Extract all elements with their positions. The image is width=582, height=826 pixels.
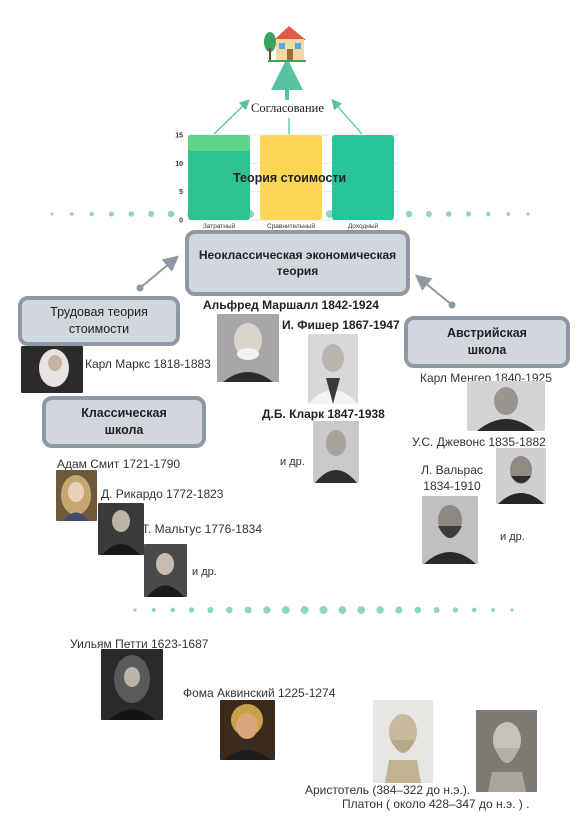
chart-bar-2 — [260, 135, 322, 220]
house-icon — [262, 20, 308, 64]
separator-dot — [148, 210, 155, 218]
agreement-label: Согласование — [251, 101, 324, 115]
chart-x-labels: Затратный Сравнительный Доходный — [203, 222, 379, 230]
fisher-portrait — [308, 334, 358, 404]
labour-title: Трудовая теория стоимости — [50, 305, 148, 336]
separator-dot — [471, 607, 477, 613]
separator-dot — [491, 608, 496, 612]
separator-dot — [338, 606, 347, 614]
walras-label: Л. Вальрас 1834-1910 — [421, 463, 483, 493]
marshall-label: Альфред Маршалл 1842-1924 — [203, 298, 379, 312]
chart-bars — [188, 135, 394, 220]
jevons-portrait — [496, 448, 546, 504]
malthus-portrait — [144, 544, 187, 597]
arrow-labour-to-neo — [139, 255, 180, 289]
chart-y-tick-label: 5 — [179, 189, 183, 196]
separator-dot — [357, 606, 366, 614]
chart-x-label: Сравнительный — [267, 222, 315, 230]
separator-dot — [405, 210, 413, 218]
separator-dot — [526, 212, 530, 216]
austrian-school-box: Австрийская школа — [404, 316, 570, 368]
chart-bar-3 — [332, 135, 394, 220]
arrow-left-to-agreement — [213, 99, 250, 135]
separator-dot — [376, 606, 384, 614]
petty-label: Уильям Петти 1623-1687 — [70, 637, 209, 651]
chart-y-tick-label: 0 — [179, 218, 183, 225]
plato-label: Платон ( около 428–347 до н.э. ) . — [342, 797, 530, 811]
separator-dot — [50, 212, 54, 216]
chart-overlay-title: Теория стоимости — [233, 171, 347, 185]
austrian-etc: и др. — [500, 531, 525, 543]
plato-portrait — [476, 710, 537, 792]
arrow-austrian-to-neo — [414, 274, 453, 306]
menger-portrait — [467, 381, 545, 431]
chart-bar-1 — [188, 135, 250, 220]
chart-y-tick-label: 15 — [175, 133, 183, 140]
chart-y-tick-label: 10 — [175, 161, 183, 168]
aquinas-label: Фома Аквинский 1225-1274 — [183, 686, 336, 700]
separator-dot — [486, 211, 491, 217]
separator-dot — [425, 210, 432, 218]
separator-dot — [188, 607, 195, 613]
malthus-label: Т. Мальтус 1776-1834 — [142, 522, 263, 536]
aquinas-portrait — [220, 700, 275, 760]
neoclassical-title: Неоклассическая экономическая теория — [198, 247, 397, 278]
jevons-label: У.С. Джевонс 1835-1882 — [412, 435, 546, 449]
petty-portrait — [101, 649, 163, 720]
separator-dot — [128, 211, 135, 217]
ricardo-label: Д. Рикардо 1772-1823 — [101, 487, 224, 501]
classical-title: Классическая школа — [81, 406, 167, 437]
separator-dot — [170, 607, 176, 613]
austrian-title: Австрийская школа — [447, 326, 527, 357]
smith-label: Адам Смит 1721-1790 — [57, 457, 181, 471]
separator-dot — [433, 606, 440, 614]
smith-portrait — [56, 470, 97, 521]
separator-dot — [445, 211, 452, 217]
separator-dot — [151, 608, 156, 612]
separator-dot — [506, 212, 511, 216]
classical-etc: и др. — [192, 566, 217, 578]
separator-dot — [414, 606, 422, 614]
separator-dot — [319, 606, 328, 614]
marx-portrait — [21, 346, 83, 393]
separator-dot — [452, 607, 459, 613]
walras-portrait — [422, 496, 478, 564]
separator-dot — [108, 211, 115, 217]
clark-label: Д.Б. Кларк 1847-1938 — [262, 407, 385, 421]
aristotle-portrait — [373, 700, 433, 783]
separator-dot — [207, 606, 214, 614]
labour-theory-box: Трудовая теория стоимости — [18, 296, 180, 346]
neoclassical-theory-box: Неоклассическая экономическая теория — [185, 230, 410, 296]
classical-school-box: Классическая школа — [42, 396, 206, 448]
marshall-portrait — [217, 314, 279, 382]
aristotle-label: Аристотель (384–322 до н.э.). — [305, 783, 471, 797]
separator-dot — [300, 606, 309, 614]
separator-dot — [89, 211, 94, 217]
separator-dot — [395, 606, 403, 614]
clark-portrait — [313, 421, 359, 483]
chart-x-label: Доходный — [348, 222, 379, 230]
separator-dot — [167, 210, 175, 218]
ricardo-portrait — [98, 503, 144, 555]
separator-dot — [244, 606, 252, 614]
arrow-right-to-agreement — [331, 99, 363, 135]
fisher-label: И. Фишер 1867-1947 — [282, 318, 400, 332]
separator-dot — [263, 606, 271, 614]
separator-dot — [281, 606, 290, 614]
separator-dot — [325, 210, 334, 218]
chart-bar-1-cap — [188, 135, 250, 151]
separator-dot — [226, 606, 233, 614]
marx-label: Карл Маркс 1818-1883 — [85, 357, 211, 371]
chart-x-label: Затратный — [203, 222, 236, 230]
dotted-separator-bottom — [133, 606, 514, 614]
separator-dot — [510, 608, 514, 612]
separator-dot — [69, 212, 74, 216]
neoclassical-etc: и др. — [280, 456, 305, 468]
separator-dot — [465, 211, 472, 217]
valuation-chart: 0 5 10 15 Затратный Сравнительный Доходный — [175, 133, 398, 230]
separator-dot — [133, 608, 137, 612]
